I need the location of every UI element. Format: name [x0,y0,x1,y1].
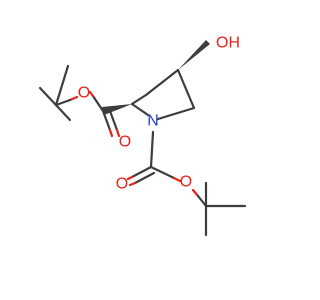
bond-carbonyl-o-double-red-1 [126,175,134,181]
bond-o-cq-bottom-red [191,188,200,198]
bond-n-carbonyl [149,130,155,169]
hydroxyl-label: OH [216,35,240,52]
bond-o-cq-left [54,98,72,107]
molecule-structure: OH O O N O O [38,35,247,237]
bond-o-cq-left-red [68,95,79,102]
bond-c4-c5 [176,68,196,110]
carbamate-oxygen-label: O [180,174,192,191]
wedge-bond-hydroxyl [178,40,210,70]
bond-c3-c4 [144,68,180,97]
bond-n-c2 [130,102,150,117]
bond-c5-n [156,106,196,121]
pyrrolidine-ring [130,68,196,121]
bond-ester-c-o-carbonyl-2 [108,109,119,132]
bond-c2-c3 [130,93,148,106]
ester-oxygen-label: O [78,85,90,102]
bond-ester-c-o-carbonyl-red-2 [115,128,121,138]
bond-ester-c-o-carbonyl-1 [101,109,112,132]
ester-carbonyl-oxygen-label: O [119,134,131,151]
bond-carbonyl-o-ester-red [172,176,182,183]
bond-ester-c-o-carbonyl-red-1 [108,128,114,138]
bond-carbonyl-o-ester [149,165,176,180]
bond-cq-me-left-left [38,86,58,107]
bond-cq-me-top-left [54,64,70,107]
bond-cq-me-bottom-left [54,103,72,122]
bond-carbonyl-o-double-1 [130,165,153,179]
bond-carbonyl-o-double-2 [133,171,156,185]
bond-carbonyl-o-double-red-2 [128,181,137,187]
bond-ester-co [91,94,105,113]
carbamate-carbonyl-oxygen-label: O [116,176,128,193]
ring-nitrogen-label: N [147,113,159,130]
bond-o-cq-bottom [196,194,208,208]
wedge-bond-ester [102,104,132,115]
bond-ester-co-red [88,90,95,98]
